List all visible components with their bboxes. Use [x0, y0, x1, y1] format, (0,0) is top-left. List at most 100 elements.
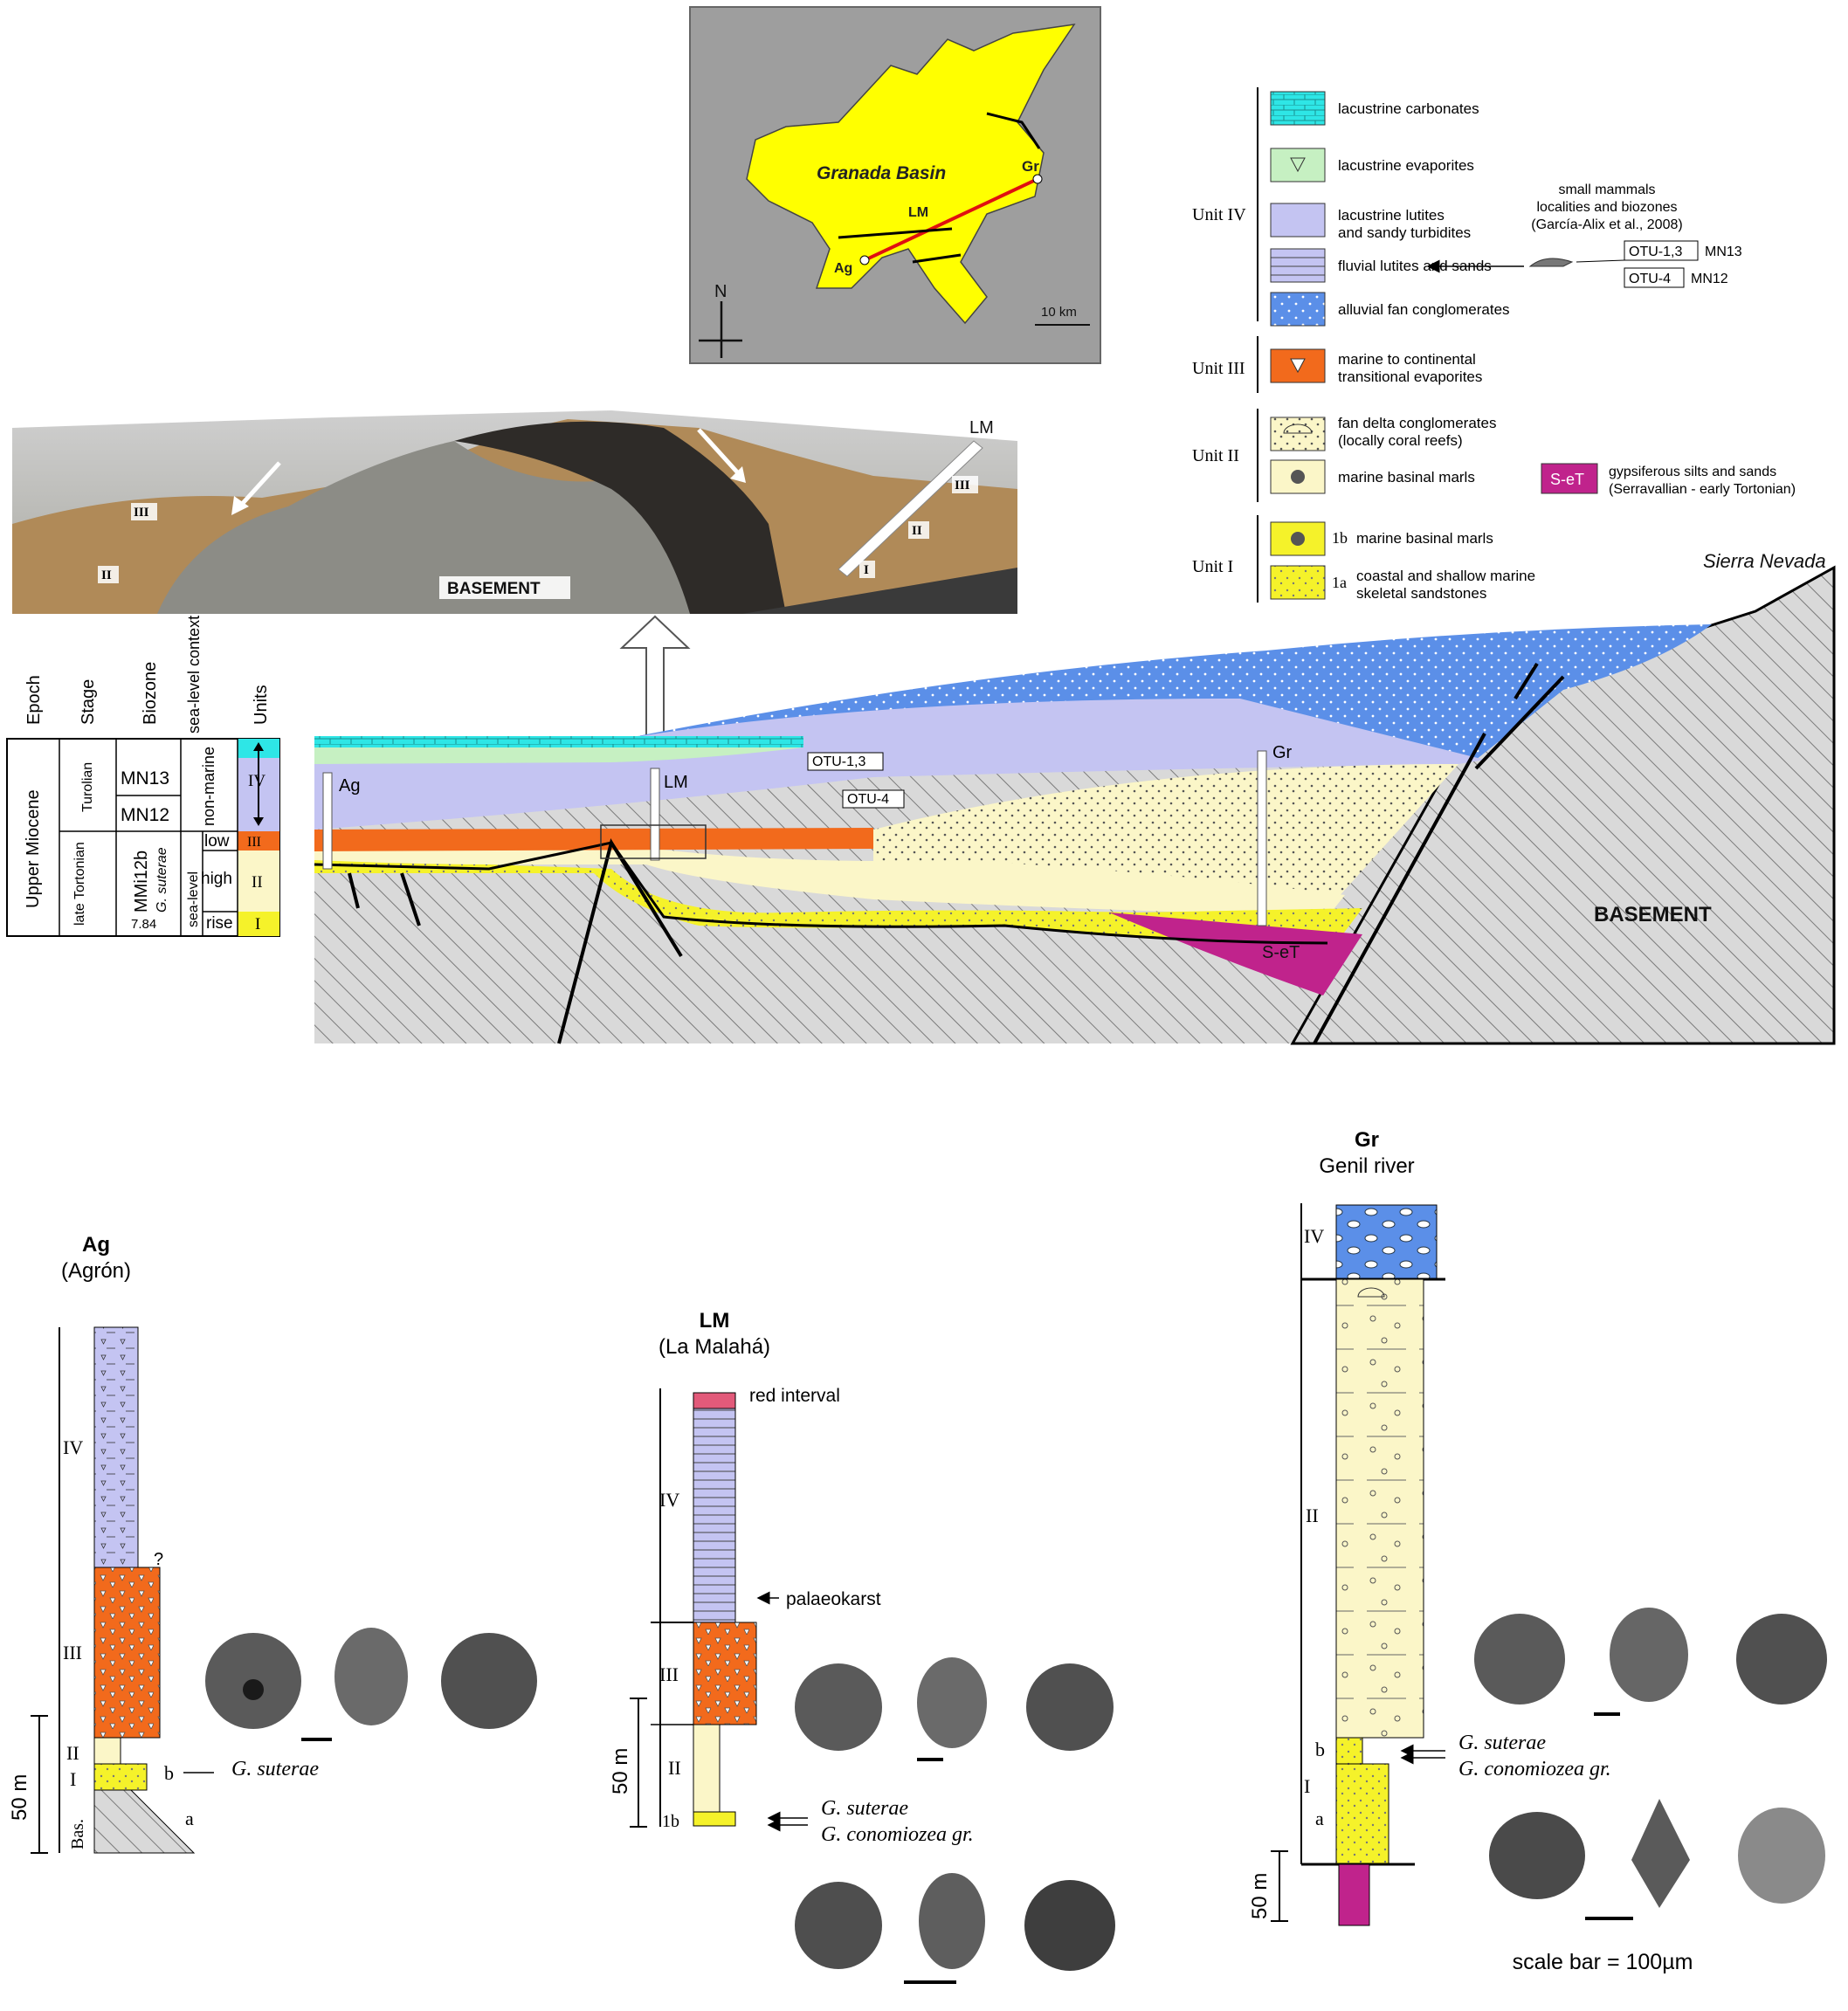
legend-mammals-line3: (García-Alix et al., 2008): [1531, 217, 1682, 232]
scale-bar-note: scale bar = 100µm: [1513, 1950, 1693, 1974]
lm-red-label: red interval: [749, 1386, 840, 1406]
ag-basement-block: [93, 1789, 196, 1854]
fossil-icon: [795, 1663, 882, 1751]
unit-iv-label: IV: [248, 772, 265, 790]
lm-unit1b-block: [693, 1811, 736, 1827]
gr-scale-label: 50 m: [1248, 1873, 1272, 1919]
fossil-icon: [1026, 1663, 1114, 1751]
column-ag-subtitle: (Agrón): [61, 1259, 131, 1283]
legend-set-text2: (Serravallian - early Tortonian): [1609, 482, 1796, 497]
ag-unit1-block: [93, 1763, 148, 1791]
unit-iii-label: III: [247, 835, 261, 850]
legend-unit4-label: Unit IV: [1192, 205, 1246, 224]
legend-carbonate-text: lacustrine carbonates: [1338, 100, 1479, 117]
biozone-species: G. suterae: [155, 847, 169, 913]
map-gr-label: Gr: [1022, 158, 1039, 175]
gr-b-label: b: [1315, 1739, 1325, 1760]
column-lm-subtitle: (La Malahá): [659, 1335, 770, 1359]
photo-lm-label: LM: [969, 418, 994, 437]
header-epoch: Epoch: [24, 675, 44, 725]
outcrop-photo: LM III II I III II BASEMENT: [12, 410, 1017, 762]
lm-red-interval-block: [693, 1392, 736, 1409]
section-gr-label: Gr: [1272, 743, 1293, 762]
ag-unit4-block: [93, 1326, 139, 1568]
lm-palaeokarst-label: palaeokarst: [786, 1589, 881, 1609]
gr-u4-label: IV: [1304, 1225, 1324, 1247]
legend-mammals-line2: localities and biozones: [1537, 200, 1678, 215]
lm-species1-label: G. suterae: [821, 1797, 908, 1820]
lm-unit2-block: [693, 1724, 721, 1813]
legend-fandelta-text1: fan delta conglomerates: [1338, 415, 1496, 431]
fossil-icon: [1631, 1799, 1690, 1908]
gr-a-label: a: [1315, 1808, 1324, 1829]
header-sealevel: sea-level context: [185, 616, 203, 733]
legend-fandelta-text2: (locally coral reefs): [1338, 432, 1463, 449]
fossil-icon: [1024, 1880, 1115, 1971]
lm-scale-label: 50 m: [609, 1748, 632, 1794]
column-ag: Ag (Agrón) IV III II I Bas. a b ? G. sut…: [8, 1233, 537, 1854]
legend-unit3-text2: transitional evaporites: [1338, 368, 1482, 385]
header-biozone: Biozone: [141, 662, 160, 725]
ag-basement-label: Bas.: [68, 1819, 87, 1849]
gr-species1-label: G. suterae: [1458, 1732, 1546, 1754]
legend-marls2-text: marine basinal marls: [1338, 469, 1475, 486]
photo-arrow-right-icon: [697, 428, 742, 478]
legend-lac-evaporite-text: lacustrine evaporites: [1338, 157, 1474, 174]
sea-high: high: [201, 870, 232, 888]
legend-set-swatch: [1541, 463, 1598, 494]
legend-sandstone-swatch: [1270, 565, 1326, 600]
unit-ii-label: II: [252, 873, 263, 892]
ag-location-marker: [859, 255, 870, 265]
section-lm-label: LM: [664, 773, 688, 792]
lm-unit3-block: [693, 1622, 757, 1725]
legend-lac-evaporite-swatch: [1270, 148, 1326, 183]
sea-low: low: [204, 832, 230, 851]
map-faults: [838, 112, 1041, 264]
legend-1a-code: 1a: [1332, 574, 1347, 591]
photo-lm-section-bar: [838, 440, 983, 577]
cross-section-line: [864, 177, 1038, 262]
sea-nonmarine: non-marine: [200, 747, 217, 826]
location-map: Granada Basin Gr LM Ag N 10 km: [689, 6, 1101, 364]
section-lutites: [314, 699, 1485, 830]
section-basement-label: BASEMENT: [1594, 903, 1712, 926]
legend-lutite-text2: and sandy turbidites: [1338, 224, 1471, 241]
ag-u2-label: II: [66, 1742, 79, 1764]
column-ag-title: Ag: [82, 1233, 110, 1257]
lm-u3-label: III: [659, 1663, 679, 1685]
legend-otu13-text: OTU-1,3: [1629, 244, 1682, 259]
age-label: 7.84: [131, 917, 156, 932]
column-lm-title: LM: [700, 1309, 730, 1333]
legend-1b-text: marine basinal marls: [1356, 530, 1493, 547]
gr-unit1b-block: [1335, 1737, 1363, 1765]
map-lm-label: LM: [908, 205, 928, 220]
section-gr-bar: [1257, 750, 1267, 926]
legend-fluvial-swatch: [1270, 248, 1326, 283]
stage-late-label: late Tortonian: [72, 842, 87, 926]
ag-b-label: b: [164, 1762, 174, 1784]
legend-otu13-box: [1624, 240, 1699, 261]
fossil-icon: [1738, 1808, 1825, 1904]
column-gr: Gr Genil river IV II I b a G. suterae G.…: [1248, 1128, 1827, 1974]
gr-u2-label: II: [1306, 1505, 1319, 1526]
legend-1a-text2: skeletal sandstones: [1356, 585, 1486, 602]
north-arrow-icon: [699, 301, 742, 358]
section-marls-unit2: [314, 846, 1345, 917]
legend-unit3-label: Unit III: [1192, 359, 1245, 378]
north-arrow-label: N: [714, 282, 727, 301]
photo-basement-label: BASEMENT: [447, 580, 541, 598]
gr-location-marker: [1032, 174, 1043, 184]
legend-1b-code: 1b: [1332, 529, 1348, 547]
gr-unit2-block: [1335, 1278, 1424, 1739]
ag-question-label: ?: [154, 1550, 163, 1569]
granada-basin-outline: [746, 24, 1076, 325]
legend-unit2-label: Unit II: [1192, 446, 1239, 465]
gr-u1-label: I: [1304, 1775, 1310, 1797]
gr-species2-label: G. conomiozea gr.: [1458, 1758, 1611, 1780]
lm-u4-label: IV: [659, 1489, 679, 1511]
sea-level-label: sea-level: [186, 871, 201, 927]
section-ag-bar: [322, 772, 333, 870]
map-ag-label: Ag: [834, 261, 852, 276]
stage-turolian: Turolian: [80, 762, 95, 812]
